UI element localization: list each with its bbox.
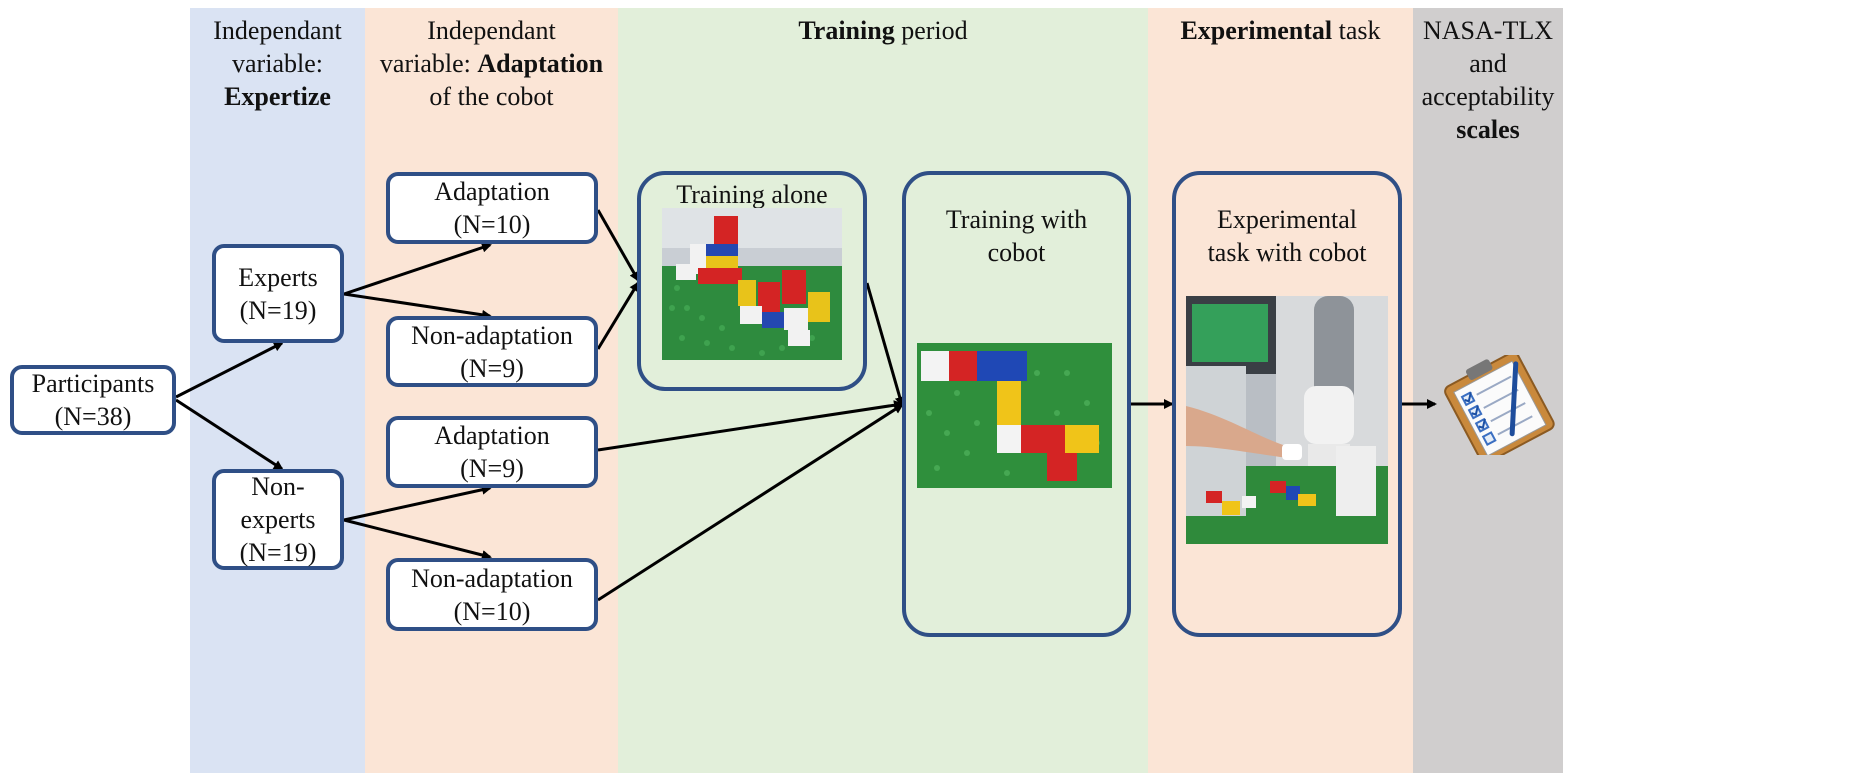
arrow-experts-nonadaptation [343, 292, 492, 320]
header-adaptation: Independant variable: Adaptation of the … [365, 14, 618, 113]
participants-box: Participants (N=38) [10, 365, 176, 435]
training-alone-box: Training alone [637, 171, 867, 391]
header-scales-line1: NASA-TLX [1423, 16, 1553, 45]
nonexperts-adaptation-label: Adaptation [434, 421, 550, 450]
participants-count: (N=38) [54, 402, 132, 431]
header-adaptation-line1: Independant [427, 16, 556, 45]
arrow-nonexperts-nonadaptation [343, 518, 492, 560]
experimental-line1: Experimental [1216, 205, 1358, 234]
training-cobot-line1: Training with [945, 205, 1088, 234]
arrow-participants-experts [175, 341, 284, 399]
experimental-line2: task with cobot [1207, 238, 1367, 267]
header-experimental-rest: task [1332, 16, 1381, 45]
arrow-experts-adaptation [343, 242, 492, 296]
experts-label: Experts [238, 262, 318, 292]
header-expertize-line1: Independant [213, 16, 342, 45]
header-expertize-bold: Expertize [224, 82, 331, 111]
header-scales-bold: scales [1456, 115, 1520, 144]
header-expertize-line2: variable: [232, 49, 323, 78]
participants-label: Participants [31, 369, 155, 398]
header-scales-line3: acceptability [1421, 82, 1555, 111]
header-adaptation-line2: variable: [379, 49, 478, 78]
nonexperts-non-adaptation-count: (N=10) [453, 596, 531, 626]
nonexperts-adaptation-box: Adaptation (N=9) [386, 416, 598, 488]
header-experimental-bold: Experimental [1180, 16, 1333, 45]
arrow-adaptation-trainingalone [596, 209, 640, 282]
experts-non-adaptation-count: (N=9) [460, 353, 524, 383]
cobot-robot-photo [1186, 296, 1388, 544]
header-training: Training period [618, 14, 1148, 47]
header-experimental: Experimental task [1148, 14, 1413, 47]
lego-tower-photo [662, 208, 842, 360]
lego-path-photo [917, 343, 1112, 488]
non-experts-line1: Non- [251, 472, 305, 501]
experts-adaptation-count: (N=10) [453, 210, 531, 239]
arrow-nonadaptation-trainingalone [596, 281, 640, 350]
header-adaptation-bold: Adaptation [477, 49, 604, 78]
band-expertize [190, 8, 365, 773]
experimental-task-box: Experimental task with cobot [1172, 171, 1402, 637]
non-experts-box: Non- experts (N=19) [212, 469, 344, 570]
arrow-adaptation9-trainingcobot [597, 400, 904, 452]
experts-count: (N=19) [239, 295, 317, 325]
arrow-participants-nonexperts [175, 398, 284, 471]
experts-non-adaptation-label: Non-adaptation [411, 320, 573, 350]
training-alone-label: Training alone [676, 180, 828, 209]
header-expertize: Independant variable: Expertize [190, 14, 365, 113]
non-experts-line2: experts [240, 505, 316, 534]
nonexperts-adaptation-count: (N=9) [460, 454, 524, 483]
training-cobot-line2: cobot [987, 238, 1046, 267]
nonexperts-non-adaptation-label: Non-adaptation [411, 563, 573, 593]
nonexperts-non-adaptation-box: Non-adaptation (N=10) [386, 558, 598, 631]
experts-adaptation-label: Adaptation [434, 177, 550, 206]
experts-non-adaptation-box: Non-adaptation (N=9) [386, 316, 598, 387]
header-training-rest: period [894, 16, 968, 45]
training-with-cobot-box: Training with cobot [902, 171, 1131, 637]
arrow-nonadaptation10-trainingcobot [597, 403, 904, 602]
experts-box: Experts (N=19) [212, 244, 344, 343]
non-experts-count: (N=19) [239, 538, 317, 567]
header-scales-line2: and [1469, 49, 1507, 78]
clipboard-checklist-icon [1437, 351, 1559, 464]
arrow-trainingalone-trainingcobot [865, 282, 905, 407]
arrow-nonexperts-adaptation [343, 484, 492, 522]
header-training-bold: Training [798, 16, 895, 45]
header-scales: NASA-TLX and acceptability scales [1413, 14, 1563, 146]
experts-adaptation-box: Adaptation (N=10) [386, 172, 598, 244]
band-adaptation [365, 8, 618, 773]
header-adaptation-line3: of the cobot [429, 82, 554, 111]
